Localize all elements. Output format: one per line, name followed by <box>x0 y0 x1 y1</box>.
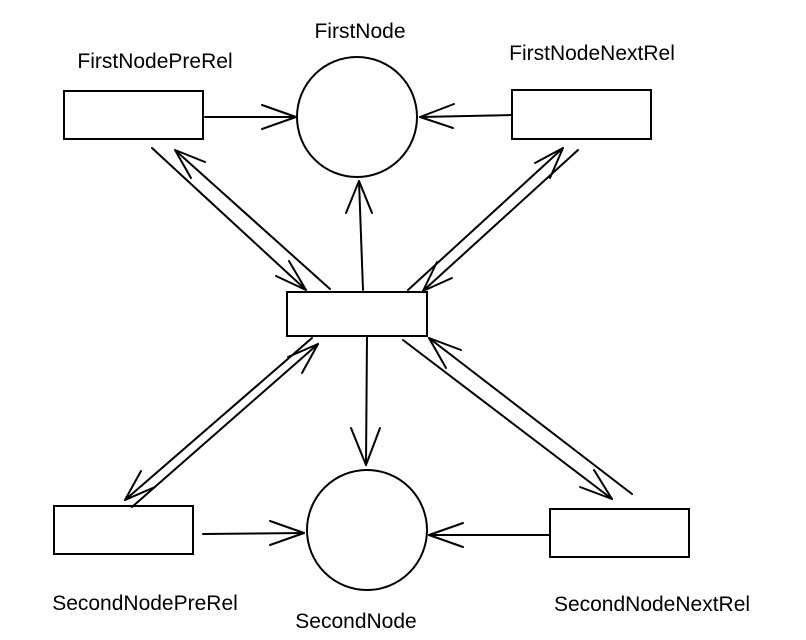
arc-first-pre-to-center <box>151 147 307 291</box>
arc-first-next-to-center <box>422 149 579 292</box>
arc-center-to-first-next <box>407 147 564 291</box>
first-node-pre-rel-label: FirstNodePreRel <box>77 50 232 73</box>
arc-center-to-first-pre <box>174 149 331 290</box>
center-transition <box>286 291 428 337</box>
arc-first-next-to-first-node <box>419 103 513 129</box>
arc-second-pre-to-center <box>131 343 319 508</box>
second-node-place <box>306 469 428 591</box>
second-node-next-rel-label: SecondNodeNextRel <box>554 593 750 616</box>
arc-second-pre-to-second-node <box>202 520 305 546</box>
arc-center-to-second-node <box>350 335 381 466</box>
first-node-place <box>296 56 418 178</box>
first-node-next-rel-transition <box>511 89 652 140</box>
arc-center-to-first-node <box>345 180 373 291</box>
arc-center-to-second-next <box>402 339 613 500</box>
second-node-next-rel-transition <box>549 508 690 558</box>
arc-second-next-to-second-node <box>428 522 550 548</box>
first-node-label: FirstNode <box>314 20 405 43</box>
arc-second-next-to-center <box>428 337 633 495</box>
arc-first-pre-to-first-node <box>204 104 297 130</box>
first-node-pre-rel-transition <box>63 90 204 140</box>
arc-center-to-second-pre <box>124 337 313 501</box>
second-node-pre-rel-transition <box>53 505 194 555</box>
second-node-pre-rel-label: SecondNodePreRel <box>52 592 238 615</box>
second-node-label: SecondNode <box>295 610 416 633</box>
first-node-next-rel-label: FirstNodeNextRel <box>509 42 675 65</box>
